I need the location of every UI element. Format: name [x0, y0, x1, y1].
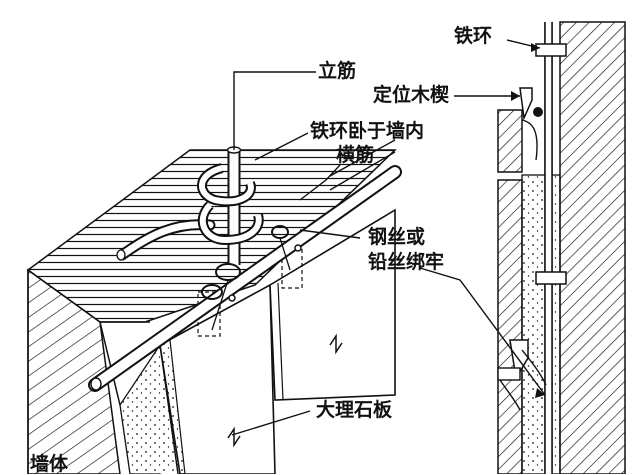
- label-vertical-bar: 立筋: [318, 60, 357, 82]
- vertical-rebar: [197, 146, 302, 331]
- label-marble-slab: 大理石板: [316, 399, 393, 421]
- section-view: [497, 21, 626, 474]
- label-wire-line1: 钢丝或: [368, 226, 426, 248]
- label-horizontal-bar: 横筋: [336, 144, 375, 166]
- section-iron-ring-top: [535, 43, 567, 57]
- section-slab-upper: [497, 109, 523, 173]
- leader-lines: [231, 39, 546, 436]
- section-slab-lower: [497, 179, 523, 474]
- marble-slab-back: [269, 208, 396, 401]
- label-iron-ring: 铁环: [454, 25, 493, 47]
- horizontal-rebar: [88, 139, 402, 392]
- section-grout: [521, 174, 561, 474]
- section-wall: [559, 21, 626, 474]
- label-ring-in-wall: 铁环卧于墙内: [310, 120, 425, 142]
- label-wood-wedge: 定位木楔: [373, 84, 450, 106]
- label-wire-line2: 铅丝绑牢: [368, 251, 445, 273]
- section-iron-ring-mid: [535, 271, 567, 285]
- marble-slabs: [159, 208, 396, 474]
- grout-fill: [119, 343, 179, 474]
- label-wall-body: 墙体: [30, 453, 69, 475]
- section-wedge-upper: [519, 87, 533, 121]
